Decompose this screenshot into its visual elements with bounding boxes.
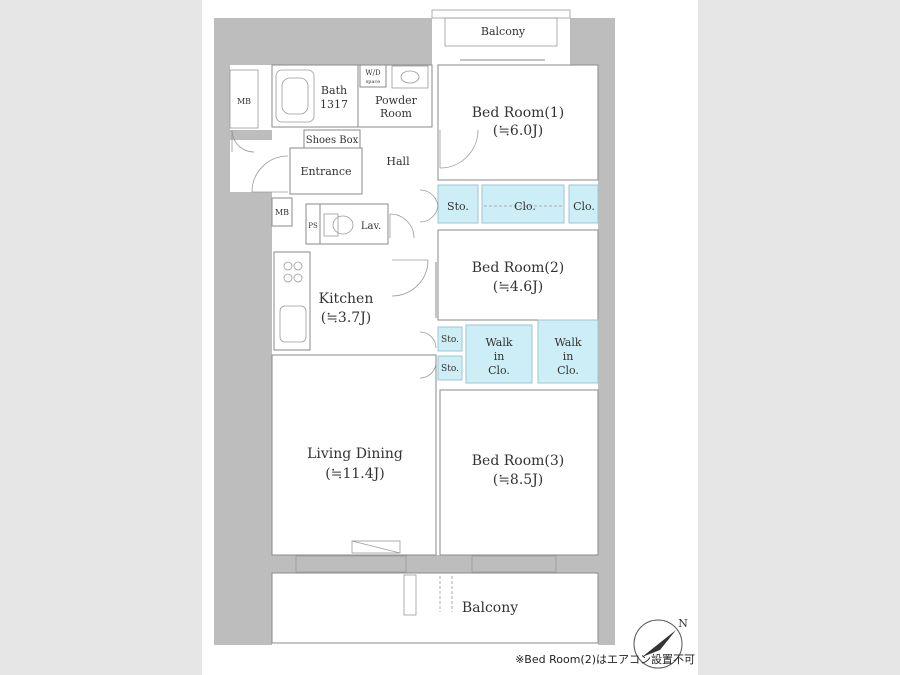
sto1-label: Sto. — [447, 200, 469, 213]
walk1-l1: Walk — [485, 336, 512, 349]
shoes-box-label: Shoes Box — [306, 135, 359, 146]
living-dining: Living Dining (≒11.4J) — [271, 354, 437, 556]
entrance-label: Entrance — [300, 165, 351, 178]
bath-label: Bath — [321, 84, 347, 97]
bed1-area: (≒6.0J) — [493, 123, 544, 139]
walk1-l2: in — [494, 350, 505, 363]
bed-room-1: Bed Room(1) (≒6.0J) — [437, 64, 599, 181]
balcony-bottom: Balcony — [271, 572, 599, 644]
lav-label: Lav. — [361, 221, 381, 232]
bath-size: 1317 — [320, 98, 348, 111]
bed3-area: (≒8.5J) — [493, 472, 544, 488]
balcony-top-label: Balcony — [481, 25, 526, 38]
bed1-label: Bed Room(1) — [472, 105, 565, 121]
walk1-l3: Clo. — [488, 364, 510, 377]
living-label: Living Dining — [307, 446, 403, 462]
mb-top: MB — [229, 69, 259, 153]
closets-row-1: Sto. Clo. Clo. — [419, 184, 599, 224]
mb-mid-label: MB — [275, 208, 289, 217]
kitchen: Kitchen (≒3.7J) — [273, 251, 374, 351]
balcony-bottom-label: Balcony — [462, 600, 518, 616]
bed-room-3: Bed Room(3) (≒8.5J) — [435, 389, 599, 556]
bed2-label: Bed Room(2) — [472, 260, 565, 276]
wd-space-label: space — [366, 79, 381, 85]
ps-label: PS — [308, 222, 318, 230]
bed3-label: Bed Room(3) — [472, 453, 565, 469]
floor-area — [230, 18, 598, 645]
sto3-label: Sto. — [441, 364, 459, 374]
compass-n-label: N — [678, 617, 688, 630]
mb-top-label: MB — [237, 97, 251, 106]
wd-label: W/D — [365, 69, 381, 77]
clo2-label: Clo. — [573, 200, 595, 213]
hall-label: Hall — [386, 155, 410, 168]
walk2-l2: in — [563, 350, 574, 363]
walk2-l3: Clo. — [557, 364, 579, 377]
bed-room-2: Bed Room(2) (≒4.6J) — [391, 229, 599, 321]
left-margin — [0, 0, 202, 675]
balcony-top: Balcony — [431, 9, 571, 61]
clo1-label: Clo. — [514, 200, 536, 213]
powder-room: Powder Room — [357, 64, 433, 128]
sto2-label: Sto. — [441, 335, 459, 345]
mb-ps-lav: MB PS Lav. — [271, 197, 415, 245]
entry-area: Shoes Box Entrance Hall — [251, 129, 410, 195]
closets-row-2: Sto. Sto. Walk in Clo. Walk in Clo. — [419, 319, 599, 384]
right-margin — [698, 0, 900, 675]
powder-label-1: Powder — [375, 94, 418, 107]
walk2-l1: Walk — [554, 336, 581, 349]
footnote: ※Bed Room(2)はエアコン設置不可 — [515, 653, 695, 666]
living-area: (≒11.4J) — [325, 466, 384, 482]
kitchen-label: Kitchen — [319, 291, 374, 307]
compass: N — [633, 617, 688, 669]
powder-label-2: Room — [380, 107, 413, 120]
bed2-area: (≒4.6J) — [493, 279, 544, 295]
kitchen-area: (≒3.7J) — [321, 310, 372, 326]
bottom-windows — [295, 555, 557, 573]
